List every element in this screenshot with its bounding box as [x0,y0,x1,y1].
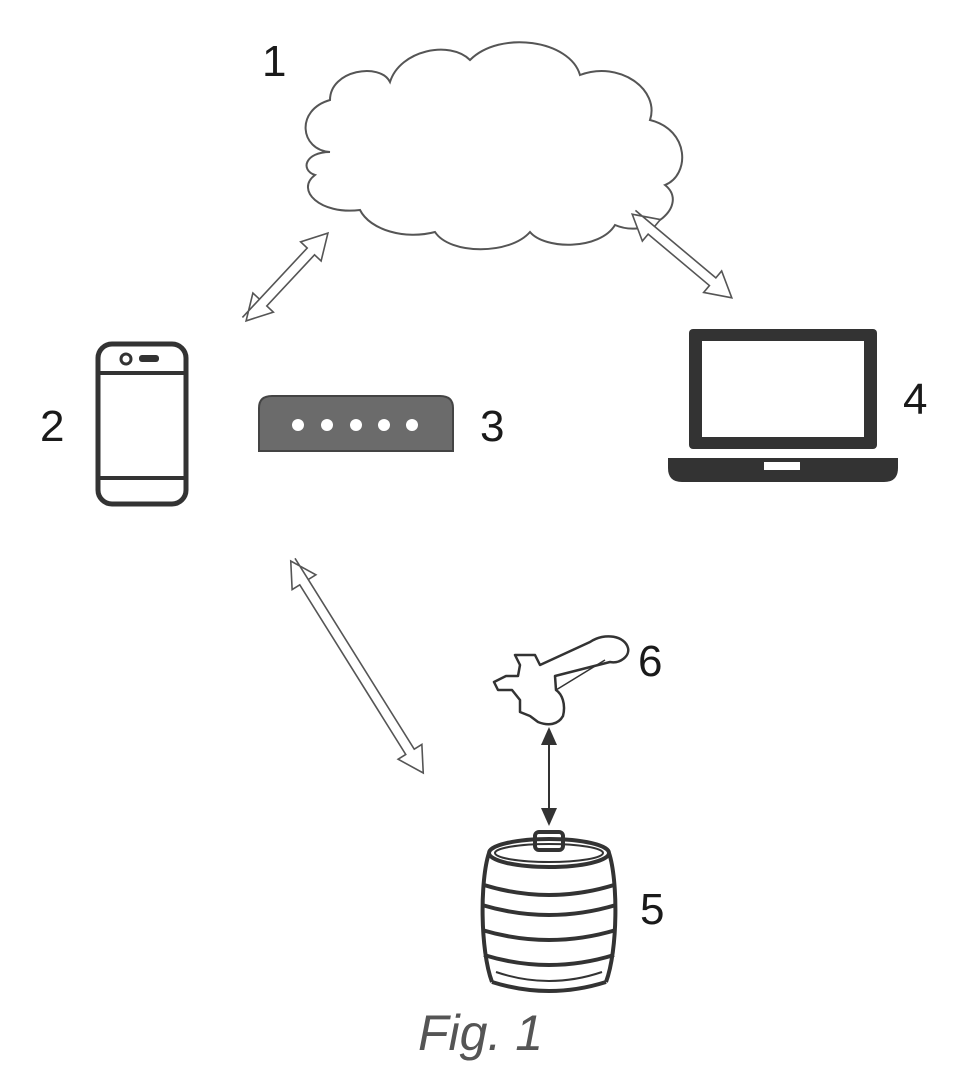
figure-caption: Fig. 1 [418,1008,543,1058]
double-arrow-cloud-phone [236,224,338,331]
double-arrow-cloud-laptop [623,203,741,308]
label-tap: 6 [638,640,662,684]
label-laptop: 4 [903,378,927,422]
laptop-icon [668,329,898,482]
beer-tap-icon [494,636,628,724]
double-arrow-phone-keg [279,554,435,781]
smartphone-icon [98,344,186,504]
cloud-icon [306,42,683,249]
label-keg: 5 [640,888,664,932]
label-cloud: 1 [262,40,286,84]
label-router: 3 [480,405,504,449]
keg-icon [482,832,616,991]
label-phone: 2 [40,405,64,449]
router-icon [259,396,453,451]
